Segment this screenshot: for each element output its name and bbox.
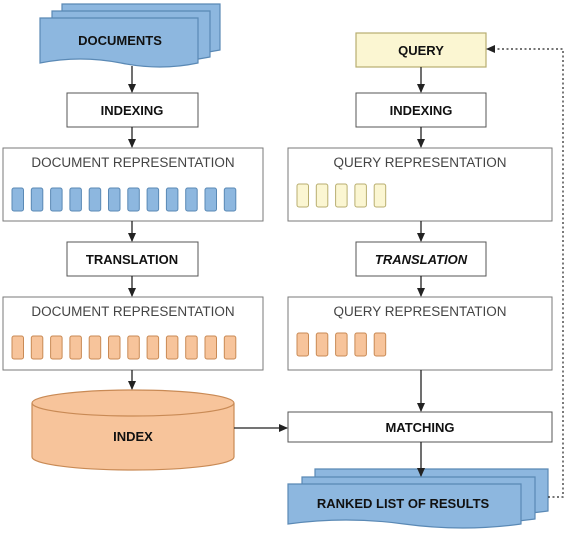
feedback-arrow-results-to-query <box>486 45 564 498</box>
doc-vector-2-cell-1 <box>11 335 24 360</box>
query-label: QUERY <box>398 43 444 58</box>
query-box: QUERY <box>355 32 487 68</box>
query-vector-2-cell-4 <box>354 332 367 357</box>
doc-vector-2-cell-10 <box>185 335 198 360</box>
doc-vector-2 <box>11 335 237 360</box>
query-vector-2-cell-2 <box>315 332 329 357</box>
left-translation-label: TRANSLATION <box>86 252 178 267</box>
right-indexing-label: INDEXING <box>390 103 453 118</box>
document-representation-1: DOCUMENT REPRESENTATION <box>2 147 264 222</box>
right-translation-box: TRANSLATION <box>355 241 487 277</box>
doc-vector-1-cell-3 <box>50 187 63 212</box>
connectors <box>128 45 564 498</box>
documents-sheet-front <box>39 17 199 68</box>
doc-vector-2-cell-12 <box>223 335 237 360</box>
doc-vector-1-cell-8 <box>146 187 160 212</box>
doc-vector-2-cell-7 <box>127 335 140 360</box>
query-vector-1-cell-5 <box>373 183 387 208</box>
doc-vector-1-cell-9 <box>165 187 179 212</box>
doc-vector-1-cell-6 <box>108 187 121 212</box>
doc-vector-1-cell-4 <box>69 187 82 212</box>
doc-vector-2-cell-6 <box>108 335 121 360</box>
query-vector-2-cell-5 <box>373 332 387 357</box>
doc-vector-1-cell-7 <box>127 187 140 212</box>
query-vector-2-cell-1 <box>296 332 309 357</box>
documents-stack: DOCUMENTS <box>39 3 221 68</box>
index-cylinder-body <box>31 403 235 471</box>
doc-vector-2-cell-9 <box>165 335 179 360</box>
query-vector-1-cell-2 <box>315 183 329 208</box>
query-vector-1 <box>296 183 387 208</box>
doc-vector-1 <box>11 187 237 212</box>
left-indexing-box: INDEXING <box>66 92 199 128</box>
doc-vector-1-cell-10 <box>185 187 198 212</box>
query-rep-1-label: QUERY REPRESENTATION <box>333 155 506 170</box>
doc-vector-2-cell-5 <box>88 335 102 360</box>
index-cylinder: INDEX <box>31 389 235 471</box>
index-label: INDEX <box>113 429 153 444</box>
doc-vector-1-cell-1 <box>11 187 24 212</box>
doc-vector-1-cell-11 <box>204 187 217 212</box>
left-indexing-label: INDEXING <box>101 103 164 118</box>
doc-vector-1-cell-12 <box>223 187 237 212</box>
document-representation-2: DOCUMENT REPRESENTATION <box>2 296 264 371</box>
query-vector-2-cell-3 <box>335 332 348 357</box>
ranked-sheet-front <box>287 483 522 529</box>
doc-vector-2-cell-4 <box>69 335 82 360</box>
doc-vector-2-cell-3 <box>50 335 63 360</box>
doc-vector-1-cell-2 <box>30 187 44 212</box>
documents-label: DOCUMENTS <box>78 33 162 48</box>
query-representation-2: QUERY REPRESENTATION <box>287 296 553 371</box>
index-cylinder-top <box>31 389 235 417</box>
right-indexing-box: INDEXING <box>355 92 487 128</box>
matching-label: MATCHING <box>385 420 454 435</box>
query-representation-1: QUERY REPRESENTATION <box>287 147 553 222</box>
ranked-list-stack: RANKED LIST OF RESULTS <box>287 468 549 529</box>
query-vector-1-cell-4 <box>354 183 367 208</box>
query-vector-1-cell-3 <box>335 183 348 208</box>
query-vector-2 <box>296 332 387 357</box>
left-translation-box: TRANSLATION <box>66 241 199 277</box>
doc-rep-2-label: DOCUMENT REPRESENTATION <box>31 304 234 319</box>
matching-box: MATCHING <box>287 411 553 443</box>
query-vector-1-cell-1 <box>296 183 309 208</box>
doc-vector-2-cell-11 <box>204 335 217 360</box>
doc-vector-1-cell-5 <box>88 187 102 212</box>
right-translation-label: TRANSLATION <box>375 252 468 267</box>
doc-rep-1-label: DOCUMENT REPRESENTATION <box>31 155 234 170</box>
query-rep-2-label: QUERY REPRESENTATION <box>333 304 506 319</box>
doc-vector-2-cell-8 <box>146 335 160 360</box>
doc-vector-2-cell-2 <box>30 335 44 360</box>
ranked-list-label: RANKED LIST OF RESULTS <box>317 496 490 511</box>
